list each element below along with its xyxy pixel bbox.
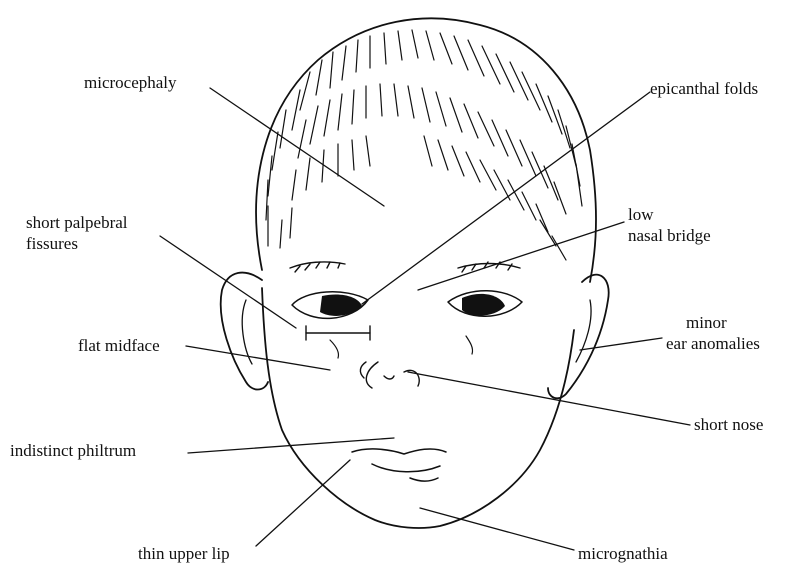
leader-flat-midface xyxy=(186,346,330,370)
right-ear-inner xyxy=(576,300,591,362)
nose xyxy=(360,362,419,388)
right-eye xyxy=(448,291,522,317)
label-low-nasal-bridge: low nasal bridge xyxy=(628,204,711,246)
head-outline xyxy=(256,18,596,282)
left-ear-inner xyxy=(242,300,252,364)
label-flat-midface: flat midface xyxy=(78,335,160,356)
leader-epicanthal-folds xyxy=(362,92,650,304)
leader-short-palpebral-fissures xyxy=(160,236,296,328)
label-microcephaly: microcephaly xyxy=(84,72,177,93)
label-thin-upper-lip: thin upper lip xyxy=(138,543,230,564)
cheek-marks xyxy=(330,336,473,358)
label-micrognathia: micrognathia xyxy=(578,543,668,564)
label-indistinct-philtrum: indistinct philtrum xyxy=(10,440,136,461)
label-short-nose: short nose xyxy=(694,414,763,435)
label-epicanthal-folds: epicanthal folds xyxy=(650,78,758,99)
eyebrows xyxy=(290,262,520,272)
label-low-nasal-bridge-line-1: low xyxy=(628,204,711,225)
leader-short-nose xyxy=(408,372,690,425)
fissure-measure xyxy=(306,326,370,340)
face-outline xyxy=(262,288,574,528)
left-eye xyxy=(292,292,368,319)
right-ear xyxy=(548,275,609,399)
label-short-palpebral-line-1: short palpebral xyxy=(26,212,128,233)
label-short-palpebral-line-2: fissures xyxy=(26,233,128,254)
label-minor-ear-anomalies: minor ear anomalies xyxy=(666,312,760,354)
label-short-palpebral-fissures: short palpebral fissures xyxy=(26,212,128,254)
label-minor-ear-line-2: ear anomalies xyxy=(666,333,760,354)
label-low-nasal-bridge-line-2: nasal bridge xyxy=(628,225,711,246)
label-minor-ear-line-1: minor xyxy=(666,312,760,333)
leader-indistinct-philtrum xyxy=(188,438,394,453)
leader-micrognathia xyxy=(420,508,574,550)
leader-thin-upper-lip xyxy=(256,460,350,546)
leader-minor-ear-anomalies xyxy=(580,338,662,350)
left-ear xyxy=(221,273,268,390)
mouth xyxy=(352,449,446,481)
